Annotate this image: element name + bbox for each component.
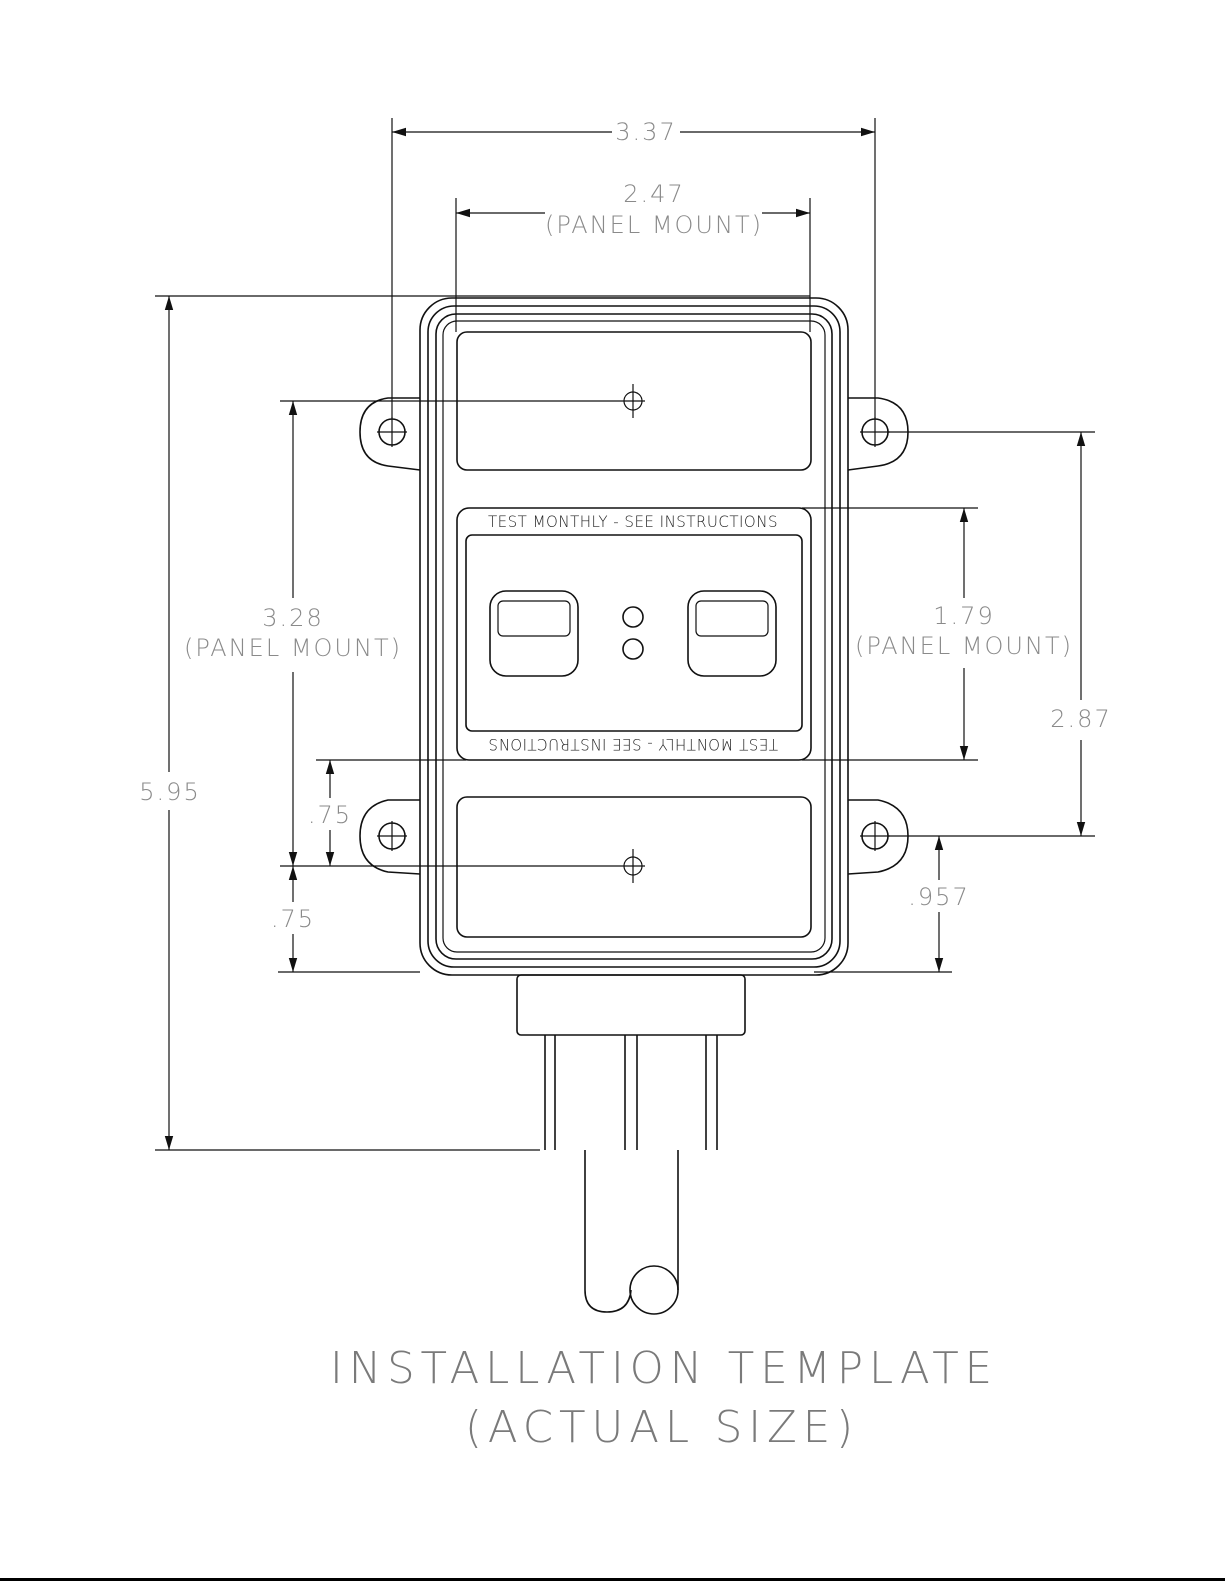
svg-text:(PANEL MOUNT): (PANEL MOUNT) xyxy=(184,634,402,662)
svg-text:2.47: 2.47 xyxy=(623,180,684,208)
label-frame xyxy=(457,508,811,760)
svg-text:.957: .957 xyxy=(908,883,969,911)
svg-text:1.79: 1.79 xyxy=(933,602,994,630)
mounting-ear-top-left xyxy=(360,398,420,470)
button-window xyxy=(466,535,802,731)
test-button[interactable] xyxy=(490,591,578,676)
dim-upper-offset: .75 xyxy=(308,760,352,866)
power-cord xyxy=(585,1150,678,1314)
lower-panel xyxy=(457,797,811,937)
mounting-ear-bottom-right xyxy=(848,800,908,874)
dim-hole-to-bottom: .957 xyxy=(908,836,969,972)
mounting-ear-bottom-left xyxy=(360,800,420,874)
bottom-instruction-label: TEST MONTHLY - SEE INSTRUCTIONS xyxy=(488,735,778,754)
bottom-border-line xyxy=(0,1578,1225,1581)
mounting-hole-top-right xyxy=(860,417,890,447)
dim-window-height: 1.79 (PANEL MOUNT) xyxy=(855,508,1073,760)
svg-text:3.37: 3.37 xyxy=(615,118,676,146)
svg-text:3.28: 3.28 xyxy=(262,604,323,632)
mounting-hole-bottom-right xyxy=(860,821,890,851)
plug-housing xyxy=(517,975,745,1035)
svg-text:5.95: 5.95 xyxy=(139,778,200,806)
indicator-light-bottom xyxy=(623,639,643,659)
dim-panel-height: 3.28 (PANEL MOUNT) xyxy=(184,401,402,866)
mounting-hole-bottom-left xyxy=(377,821,407,851)
svg-text:.75: .75 xyxy=(308,801,352,829)
plug-prongs xyxy=(545,1035,717,1150)
svg-text:2.87: 2.87 xyxy=(1050,705,1111,733)
reset-button[interactable] xyxy=(688,591,776,676)
top-instruction-label: TEST MONTHLY - SEE INSTRUCTIONS xyxy=(488,512,778,531)
mounting-hole-top-left xyxy=(377,417,407,447)
device-body xyxy=(420,298,848,975)
dim-overall-width: 3.37 xyxy=(392,118,875,146)
svg-text:(PANEL MOUNT): (PANEL MOUNT) xyxy=(545,211,763,239)
mounting-ear-top-right xyxy=(848,398,908,470)
title-line-2: (ACTUAL SIZE) xyxy=(465,1402,859,1453)
indicator-light-top xyxy=(623,607,643,627)
svg-text:(PANEL MOUNT): (PANEL MOUNT) xyxy=(855,632,1073,660)
title-line-1: INSTALLATION TEMPLATE xyxy=(330,1343,998,1394)
svg-text:.75: .75 xyxy=(271,905,315,933)
dim-lower-offset: .75 xyxy=(271,866,315,972)
dim-panel-width: 2.47 (PANEL MOUNT) xyxy=(456,180,810,239)
dim-overall-height: 5.95 xyxy=(139,296,200,1150)
